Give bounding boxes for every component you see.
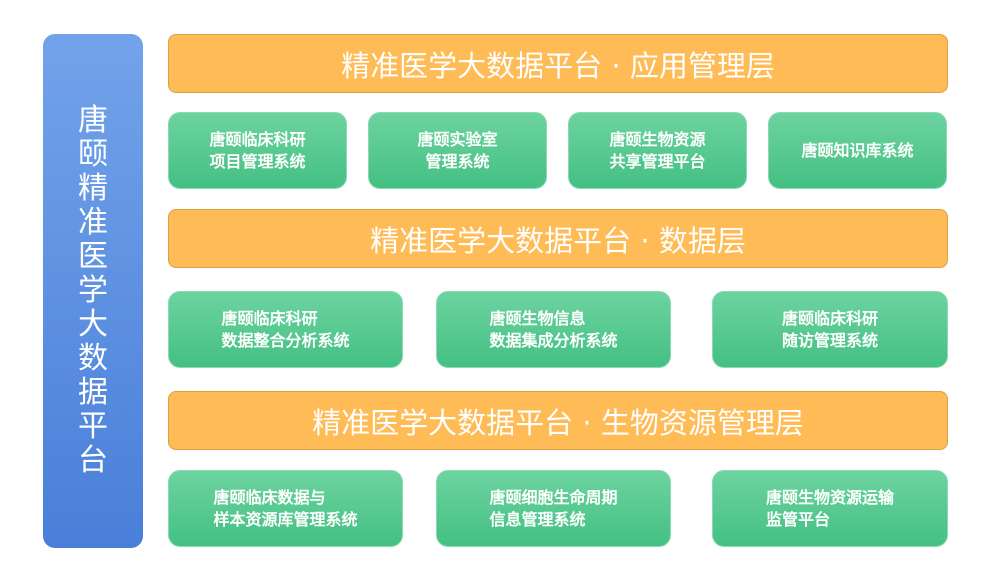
box-line: 项目管理系统 <box>209 151 306 171</box>
side-title-text: 唐颐精准医学大数据平台 <box>78 103 108 478</box>
box-line: 数据整合分析系统 <box>221 330 350 350</box>
bio-system-box[interactable]: 唐颐细胞生命周期信息管理系统 <box>436 470 671 547</box>
app-system-box[interactable]: 唐颐生物资源共享管理平台 <box>568 112 747 189</box>
box-line: 唐颐生物资源运输 <box>765 487 894 507</box>
box-line: 信息管理系统 <box>489 509 586 529</box>
box-line: 唐颐实验室 <box>417 129 498 149</box>
app-system-box[interactable]: 唐颐知识库系统 <box>768 112 947 189</box>
bio-system-box[interactable]: 唐颐生物资源运输监管平台 <box>712 470 948 547</box>
box-line: 唐颐生物资源 <box>609 129 706 149</box>
box-line: 唐颐临床科研 <box>209 129 306 149</box>
data-system-box[interactable]: 唐颐临床科研随访管理系统 <box>712 291 948 368</box>
box-line: 监管平台 <box>765 509 830 529</box>
box-line: 唐颐临床科研 <box>781 308 878 328</box>
box-line: 唐颐生物信息 <box>489 308 586 328</box>
application-layer-header: 精准医学大数据平台 · 应用管理层 <box>168 34 948 93</box>
data-system-box[interactable]: 唐颐临床科研数据整合分析系统 <box>168 291 403 368</box>
app-system-box[interactable]: 唐颐临床科研项目管理系统 <box>168 112 347 189</box>
bio-system-box[interactable]: 唐颐临床数据与样本资源库管理系统 <box>168 470 403 547</box>
box-line: 唐颐知识库系统 <box>801 140 914 160</box>
data-system-box[interactable]: 唐颐生物信息数据集成分析系统 <box>436 291 671 368</box>
platform-side-title: 唐颐精准医学大数据平台 <box>43 34 143 548</box>
box-line: 数据集成分析系统 <box>489 330 618 350</box>
box-line: 唐颐临床数据与 <box>213 487 326 507</box>
bioresource-layer-header: 精准医学大数据平台 · 生物资源管理层 <box>168 391 948 450</box>
box-line: 管理系统 <box>425 151 490 171</box>
app-system-box[interactable]: 唐颐实验室管理系统 <box>368 112 547 189</box>
box-line: 唐颐临床科研 <box>221 308 318 328</box>
box-line: 随访管理系统 <box>781 330 878 350</box>
data-layer-header: 精准医学大数据平台 · 数据层 <box>168 209 948 268</box>
box-line: 共享管理平台 <box>609 151 706 171</box>
box-line: 样本资源库管理系统 <box>213 509 358 529</box>
box-line: 唐颐细胞生命周期 <box>489 487 618 507</box>
